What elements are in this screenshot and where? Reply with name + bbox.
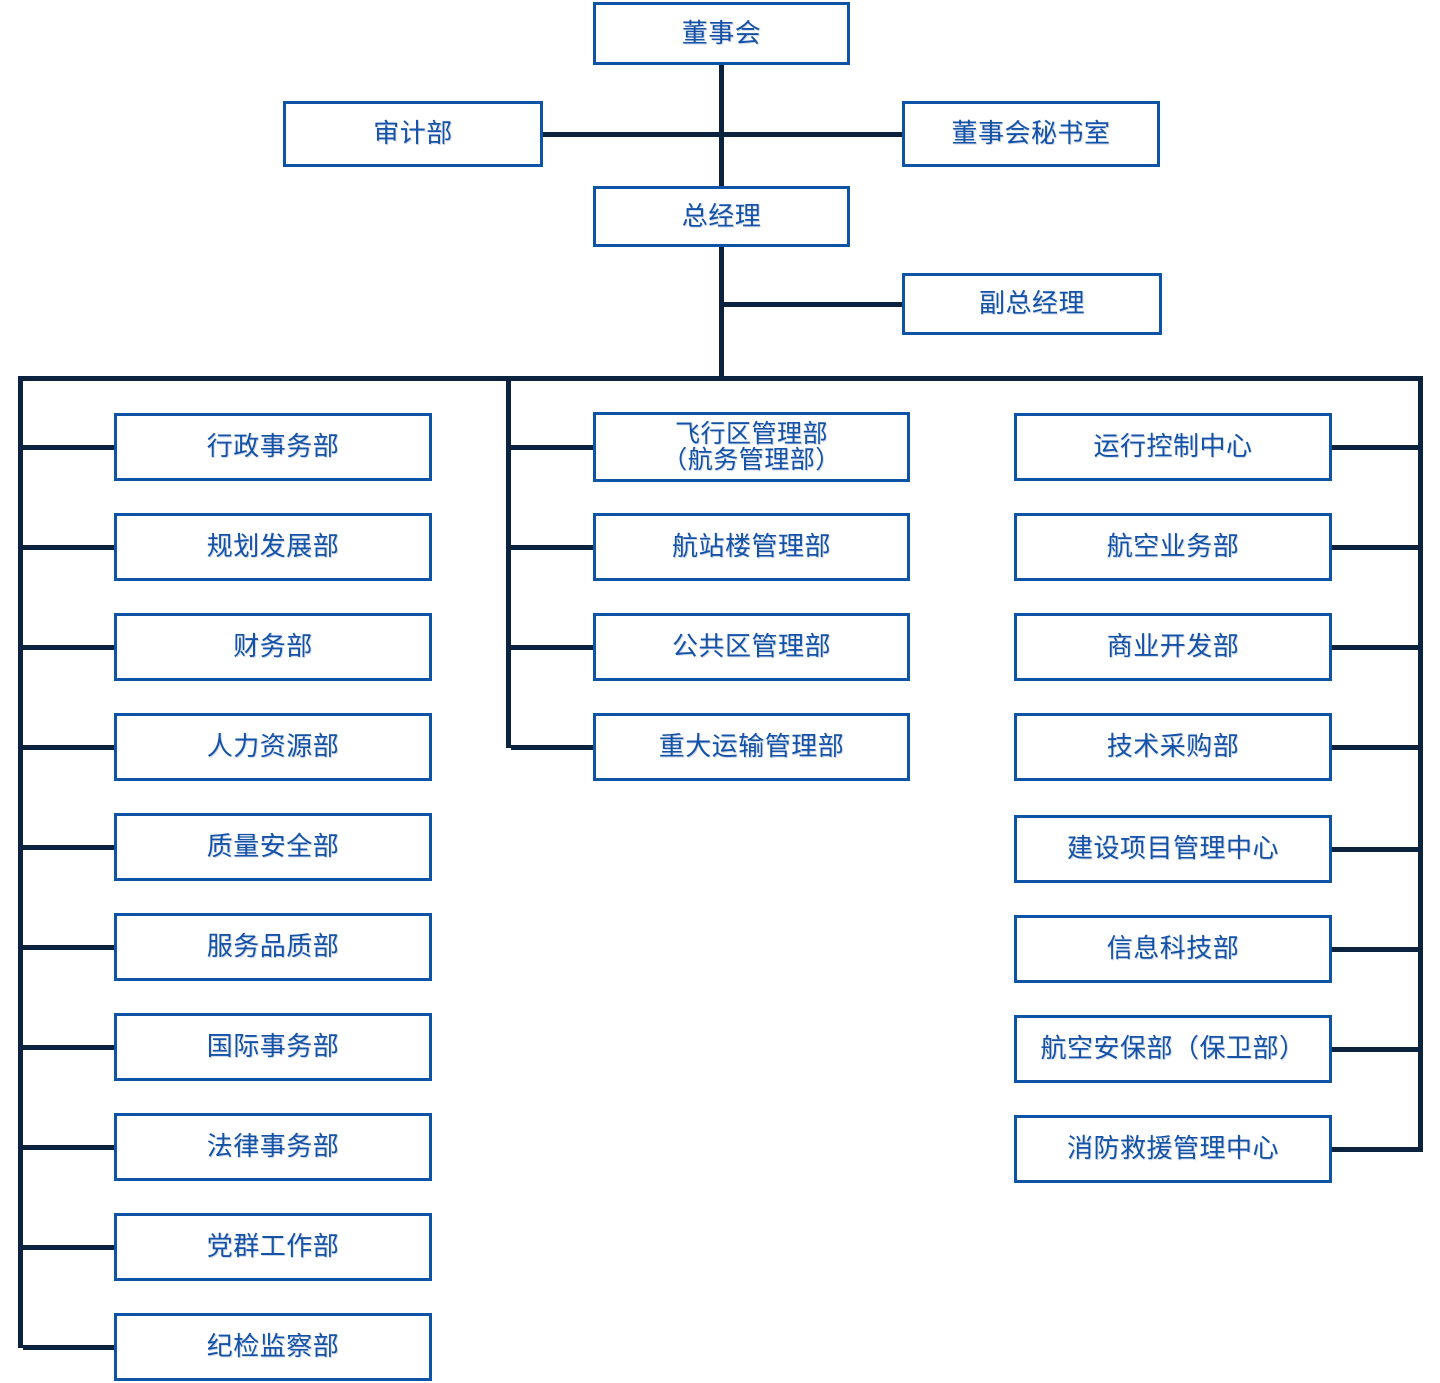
- node-left-7[interactable]: 国际事务部: [114, 1013, 432, 1081]
- node-general-manager[interactable]: 总经理: [593, 186, 850, 247]
- connector-middle-stub: [511, 645, 593, 650]
- node-middle-3[interactable]: 公共区管理部: [593, 613, 910, 681]
- connector-right-spine: [1418, 376, 1423, 1152]
- connector-to-general-manager: [719, 132, 724, 186]
- node-left-4[interactable]: 人力资源部: [114, 713, 432, 781]
- node-left-2[interactable]: 规划发展部: [114, 513, 432, 581]
- connector-right-stub: [1332, 645, 1423, 650]
- connector-right-stub: [1332, 847, 1423, 852]
- connector-left-stub: [23, 945, 114, 950]
- node-left-5[interactable]: 质量安全部: [114, 813, 432, 881]
- connector-left-stub: [23, 1345, 114, 1350]
- node-right-8[interactable]: 消防救援管理中心: [1014, 1115, 1332, 1183]
- node-left-9[interactable]: 党群工作部: [114, 1213, 432, 1281]
- connector-right-stub: [1332, 1147, 1423, 1152]
- node-deputy-general-manager[interactable]: 副总经理: [902, 273, 1162, 335]
- connector-middle-stub: [511, 445, 593, 450]
- connector-middle-spine: [506, 376, 511, 748]
- connector-board-down: [719, 65, 724, 137]
- connector-main-bus: [18, 376, 1423, 381]
- node-board-secretariat[interactable]: 董事会秘书室: [902, 101, 1160, 167]
- connector-left-stub: [23, 745, 114, 750]
- node-left-6[interactable]: 服务品质部: [114, 913, 432, 981]
- node-middle-2[interactable]: 航站楼管理部: [593, 513, 910, 581]
- connector-left-stub: [23, 1245, 114, 1250]
- connector-left-stub: [23, 645, 114, 650]
- connector-middle-stub: [511, 745, 593, 750]
- node-audit-department[interactable]: 审计部: [283, 101, 543, 167]
- connector-left-stub: [23, 845, 114, 850]
- node-right-4[interactable]: 技术采购部: [1014, 713, 1332, 781]
- connector-right-stub: [1332, 545, 1423, 550]
- connector-right-stub: [1332, 1047, 1423, 1052]
- connector-left-stub: [23, 1145, 114, 1150]
- node-right-6[interactable]: 信息科技部: [1014, 915, 1332, 983]
- node-right-3[interactable]: 商业开发部: [1014, 613, 1332, 681]
- connector-left-stub: [23, 445, 114, 450]
- node-left-1[interactable]: 行政事务部: [114, 413, 432, 481]
- connector-right-stub: [1332, 947, 1423, 952]
- node-right-1[interactable]: 运行控制中心: [1014, 413, 1332, 481]
- node-middle-1[interactable]: 飞行区管理部 （航务管理部）: [593, 412, 910, 482]
- connector-gm-down: [719, 247, 724, 378]
- connector-left-spine: [18, 376, 23, 1348]
- node-right-7[interactable]: 航空安保部（保卫部）: [1014, 1015, 1332, 1083]
- connector-left-stub: [23, 1045, 114, 1050]
- node-right-2[interactable]: 航空业务部: [1014, 513, 1332, 581]
- node-left-3[interactable]: 财务部: [114, 613, 432, 681]
- node-left-10[interactable]: 纪检监察部: [114, 1313, 432, 1381]
- node-board[interactable]: 董事会: [593, 2, 850, 65]
- node-middle-4[interactable]: 重大运输管理部: [593, 713, 910, 781]
- connector-to-deputy-gm: [719, 302, 902, 307]
- connector-right-stub: [1332, 445, 1423, 450]
- node-left-8[interactable]: 法律事务部: [114, 1113, 432, 1181]
- connector-middle-stub: [511, 545, 593, 550]
- connector-right-stub: [1332, 745, 1423, 750]
- connector-left-stub: [23, 545, 114, 550]
- node-right-5[interactable]: 建设项目管理中心: [1014, 815, 1332, 883]
